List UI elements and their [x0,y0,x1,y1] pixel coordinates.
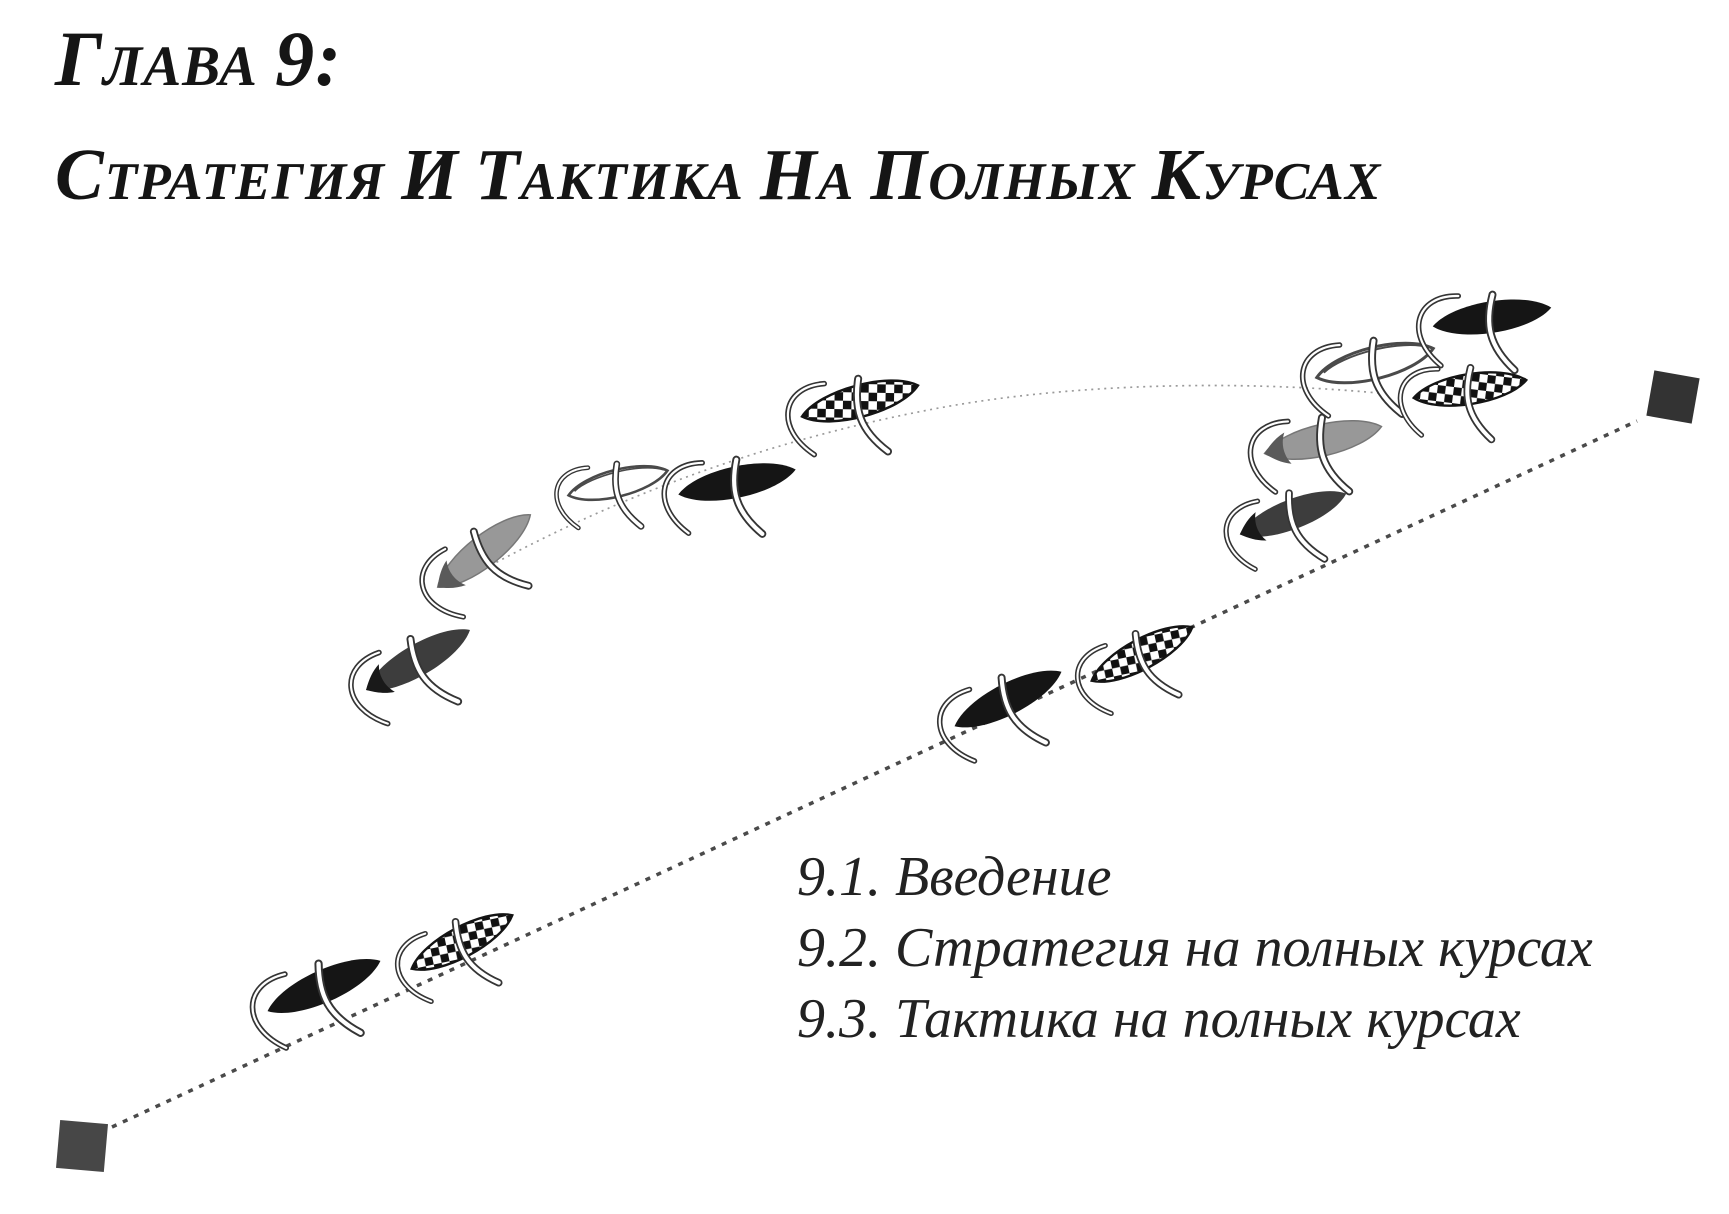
boom-highlight [1133,631,1181,697]
boom-highlight [613,462,643,529]
bow-wedge [437,560,466,588]
title-word: ТАКТИКА [474,134,744,215]
boom-highlight [453,919,501,985]
boom-highlight [854,376,891,454]
boom-highlight [471,529,531,588]
spinnaker-highlight [938,688,976,763]
boom-highlight [1486,292,1517,373]
sailboat-checker [394,913,514,1005]
title-word: СТРАТЕГИЯ [55,134,386,215]
sailboat-black [937,670,1062,764]
section-list-item: 9.3. Тактика на полных курсах [797,988,1521,1050]
spinnaker-highlight [1076,644,1113,715]
sailboat-dark [348,629,470,727]
sailboat-black [661,455,796,538]
sailboat-checker [1397,363,1529,444]
title-word: 9: [275,15,343,102]
spinnaker-highlight [1225,500,1259,571]
title-word: ГЛАВА [55,15,258,102]
sailboat-checker [785,374,920,458]
title-word: КУРСАХ [1151,134,1382,215]
leeward-mark [55,1119,109,1173]
spinnaker-highlight [786,382,826,456]
bow-wedge [1264,432,1292,464]
boom-highlight [1317,415,1352,494]
spinnaker-highlight [396,932,433,1003]
spinnaker-highlight [350,651,389,725]
boom-highlight [408,636,461,704]
boom-highlight [316,961,363,1035]
windward-mark [1646,370,1700,424]
spinnaker-highlight [251,972,288,1050]
title-word: И [401,134,459,215]
spinnaker-highlight [555,466,589,529]
title-word: ПОЛНЫХ [870,134,1136,215]
spinnaker-highlight [1399,368,1440,437]
boom-highlight [999,675,1048,745]
bow-wedge [1239,512,1267,541]
spinnaker-highlight [1301,343,1341,417]
sailboat-gray [1247,413,1383,496]
sailboat-gray [419,514,533,620]
sailboat-dark [1223,489,1347,572]
sailboat-black [1415,290,1552,375]
section-list: 9.1. Введение 9.2. Стратегия на полных ку… [797,842,1593,1055]
boom-highlight [1465,365,1494,442]
spinnaker-highlight [1417,294,1460,367]
sailboat-white [1299,336,1436,419]
section-list-item: 9.1. Введение [797,846,1112,908]
boom-highlight [1287,491,1327,561]
spinnaker-highlight [420,547,465,618]
rhumb-line [111,419,1638,1129]
sailboat-white [554,460,670,531]
spinnaker-highlight [663,461,704,535]
bow-wedge [366,664,395,693]
boom-highlight [732,457,765,536]
boom-highlight [1369,338,1405,417]
section-list-item: 9.2. Стратегия на полных курсах [797,917,1593,979]
sailboat-black [249,959,381,1051]
spinnaker-highlight [1249,420,1290,494]
title-word: НА [760,134,855,215]
curved-track-line [467,384,1389,579]
sailboat-checker [1074,625,1194,717]
